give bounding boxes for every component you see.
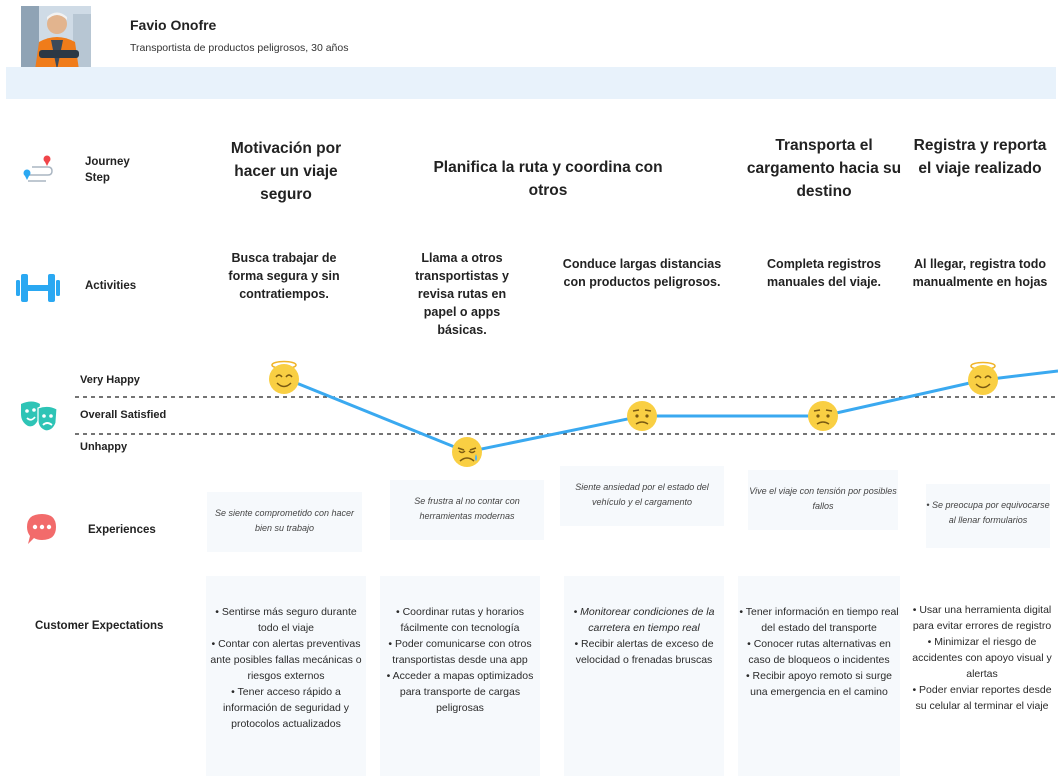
expectations-card-5: • Usar una herramienta digital para evit… bbox=[912, 602, 1052, 714]
expectations-card-3: • Monitorear condiciones de la carretera… bbox=[564, 576, 724, 776]
happy-face-icon bbox=[269, 360, 299, 394]
expectation-item: • Recibir apoyo remoto si surge una emer… bbox=[745, 670, 893, 698]
experience-card-5: • Se preocupa por equivocarse al llenar … bbox=[926, 484, 1050, 548]
emotion-level-very-happy: Very Happy bbox=[80, 374, 140, 386]
expectation-item: • Minimizar el riesgo de accidentes con … bbox=[912, 636, 1052, 680]
emotion-curve bbox=[283, 369, 1058, 454]
experience-card-2: Se frustra al no contar con herramientas… bbox=[390, 480, 544, 540]
experience-5: • Se preocupa por equivocarse al llenar … bbox=[926, 500, 1050, 525]
activity-5: Al llegar, registra todo manualmente en … bbox=[912, 257, 1048, 289]
experience-2: Se frustra al no contar con herramientas… bbox=[414, 496, 520, 521]
experience-card-1: Se siente comprometido con hacer bien su… bbox=[207, 492, 362, 552]
expectation-item: • Monitorear condiciones de la carretera… bbox=[573, 606, 715, 634]
expectation-item: • Tener información en tiempo real del e… bbox=[739, 606, 899, 634]
emotion-level-overall-satisfied: Overall Satisfied bbox=[80, 409, 167, 421]
experience-card-3: Siente ansiedad por el estado del vehícu… bbox=[560, 466, 724, 526]
sad-face-icon bbox=[452, 437, 482, 467]
theater-masks-icon bbox=[18, 398, 60, 439]
stage-1-heading: Motivación por hacer un viaje seguro bbox=[230, 140, 342, 203]
worried-face-icon bbox=[808, 401, 838, 431]
activity-1: Busca trabajar de forma segura y sin con… bbox=[228, 251, 340, 301]
expectation-item: • Usar una herramienta digital para evit… bbox=[912, 604, 1052, 632]
row-label-experiences: Experiences bbox=[88, 524, 156, 536]
route-pin-icon bbox=[20, 153, 53, 185]
row-label-journey-step: Journey Step bbox=[85, 156, 130, 184]
stage-3-heading: Transporta el cargamento hacia su destin… bbox=[746, 137, 902, 200]
expectation-item: • Tener acceso rápido a información de s… bbox=[222, 686, 350, 730]
persona-name: Favio Onofre bbox=[130, 17, 217, 33]
expectation-item: • Poder enviar reportes desde su celular… bbox=[912, 684, 1052, 712]
expectation-item: • Sentirse más seguro durante todo el vi… bbox=[215, 606, 357, 634]
experience-card-4: Vive el viaje con tensión por posibles f… bbox=[748, 470, 898, 530]
expectations-card-1: • Sentirse más seguro durante todo el vi… bbox=[206, 576, 366, 776]
expectation-item: • Recibir alertas de exceso de velocidad… bbox=[574, 638, 714, 666]
experience-1: Se siente comprometido con hacer bien su… bbox=[214, 508, 355, 533]
expectations-card-2: • Coordinar rutas y horarios fácilmente … bbox=[380, 576, 540, 776]
experience-4: Vive el viaje con tensión por posibles f… bbox=[749, 486, 897, 511]
expectation-item: • Conocer rutas alternativas en caso de … bbox=[747, 638, 891, 666]
stage-4-heading: Registra y reporta el viaje realizado bbox=[913, 137, 1047, 177]
activity-4: Completa registros manuales del viaje. bbox=[767, 257, 881, 289]
experience-3: Siente ansiedad por el estado del vehícu… bbox=[575, 482, 709, 507]
expectation-item: • Acceder a mapas optimizados para trans… bbox=[386, 670, 534, 714]
emotion-level-unhappy: Unhappy bbox=[80, 441, 128, 453]
expectation-item: • Contar con alertas preventivas ante po… bbox=[210, 638, 362, 682]
row-label-customer-expectations: Customer Expectations bbox=[35, 620, 164, 632]
activity-2: Llama a otros transportistas y revisa ru… bbox=[415, 251, 509, 337]
activity-3: Conduce largas distancias con productos … bbox=[562, 257, 722, 289]
expectation-item: • Coordinar rutas y horarios fácilmente … bbox=[396, 606, 524, 634]
happy-face-icon bbox=[968, 361, 998, 395]
persona-description: Transportista de productos peligrosos, 3… bbox=[130, 42, 349, 54]
expectation-item: • Poder comunicarse con otros transporti… bbox=[388, 638, 532, 666]
avatar bbox=[21, 6, 91, 70]
chat-bubble-icon bbox=[25, 512, 59, 551]
worried-face-icon bbox=[627, 401, 657, 431]
expectations-card-4: • Tener información en tiempo real del e… bbox=[738, 576, 900, 776]
dumbbell-icon bbox=[12, 270, 64, 311]
stage-2-heading: Planifica la ruta y coordina con otros bbox=[433, 159, 663, 199]
header-band bbox=[6, 67, 1056, 99]
row-label-activities: Activities bbox=[85, 280, 137, 292]
